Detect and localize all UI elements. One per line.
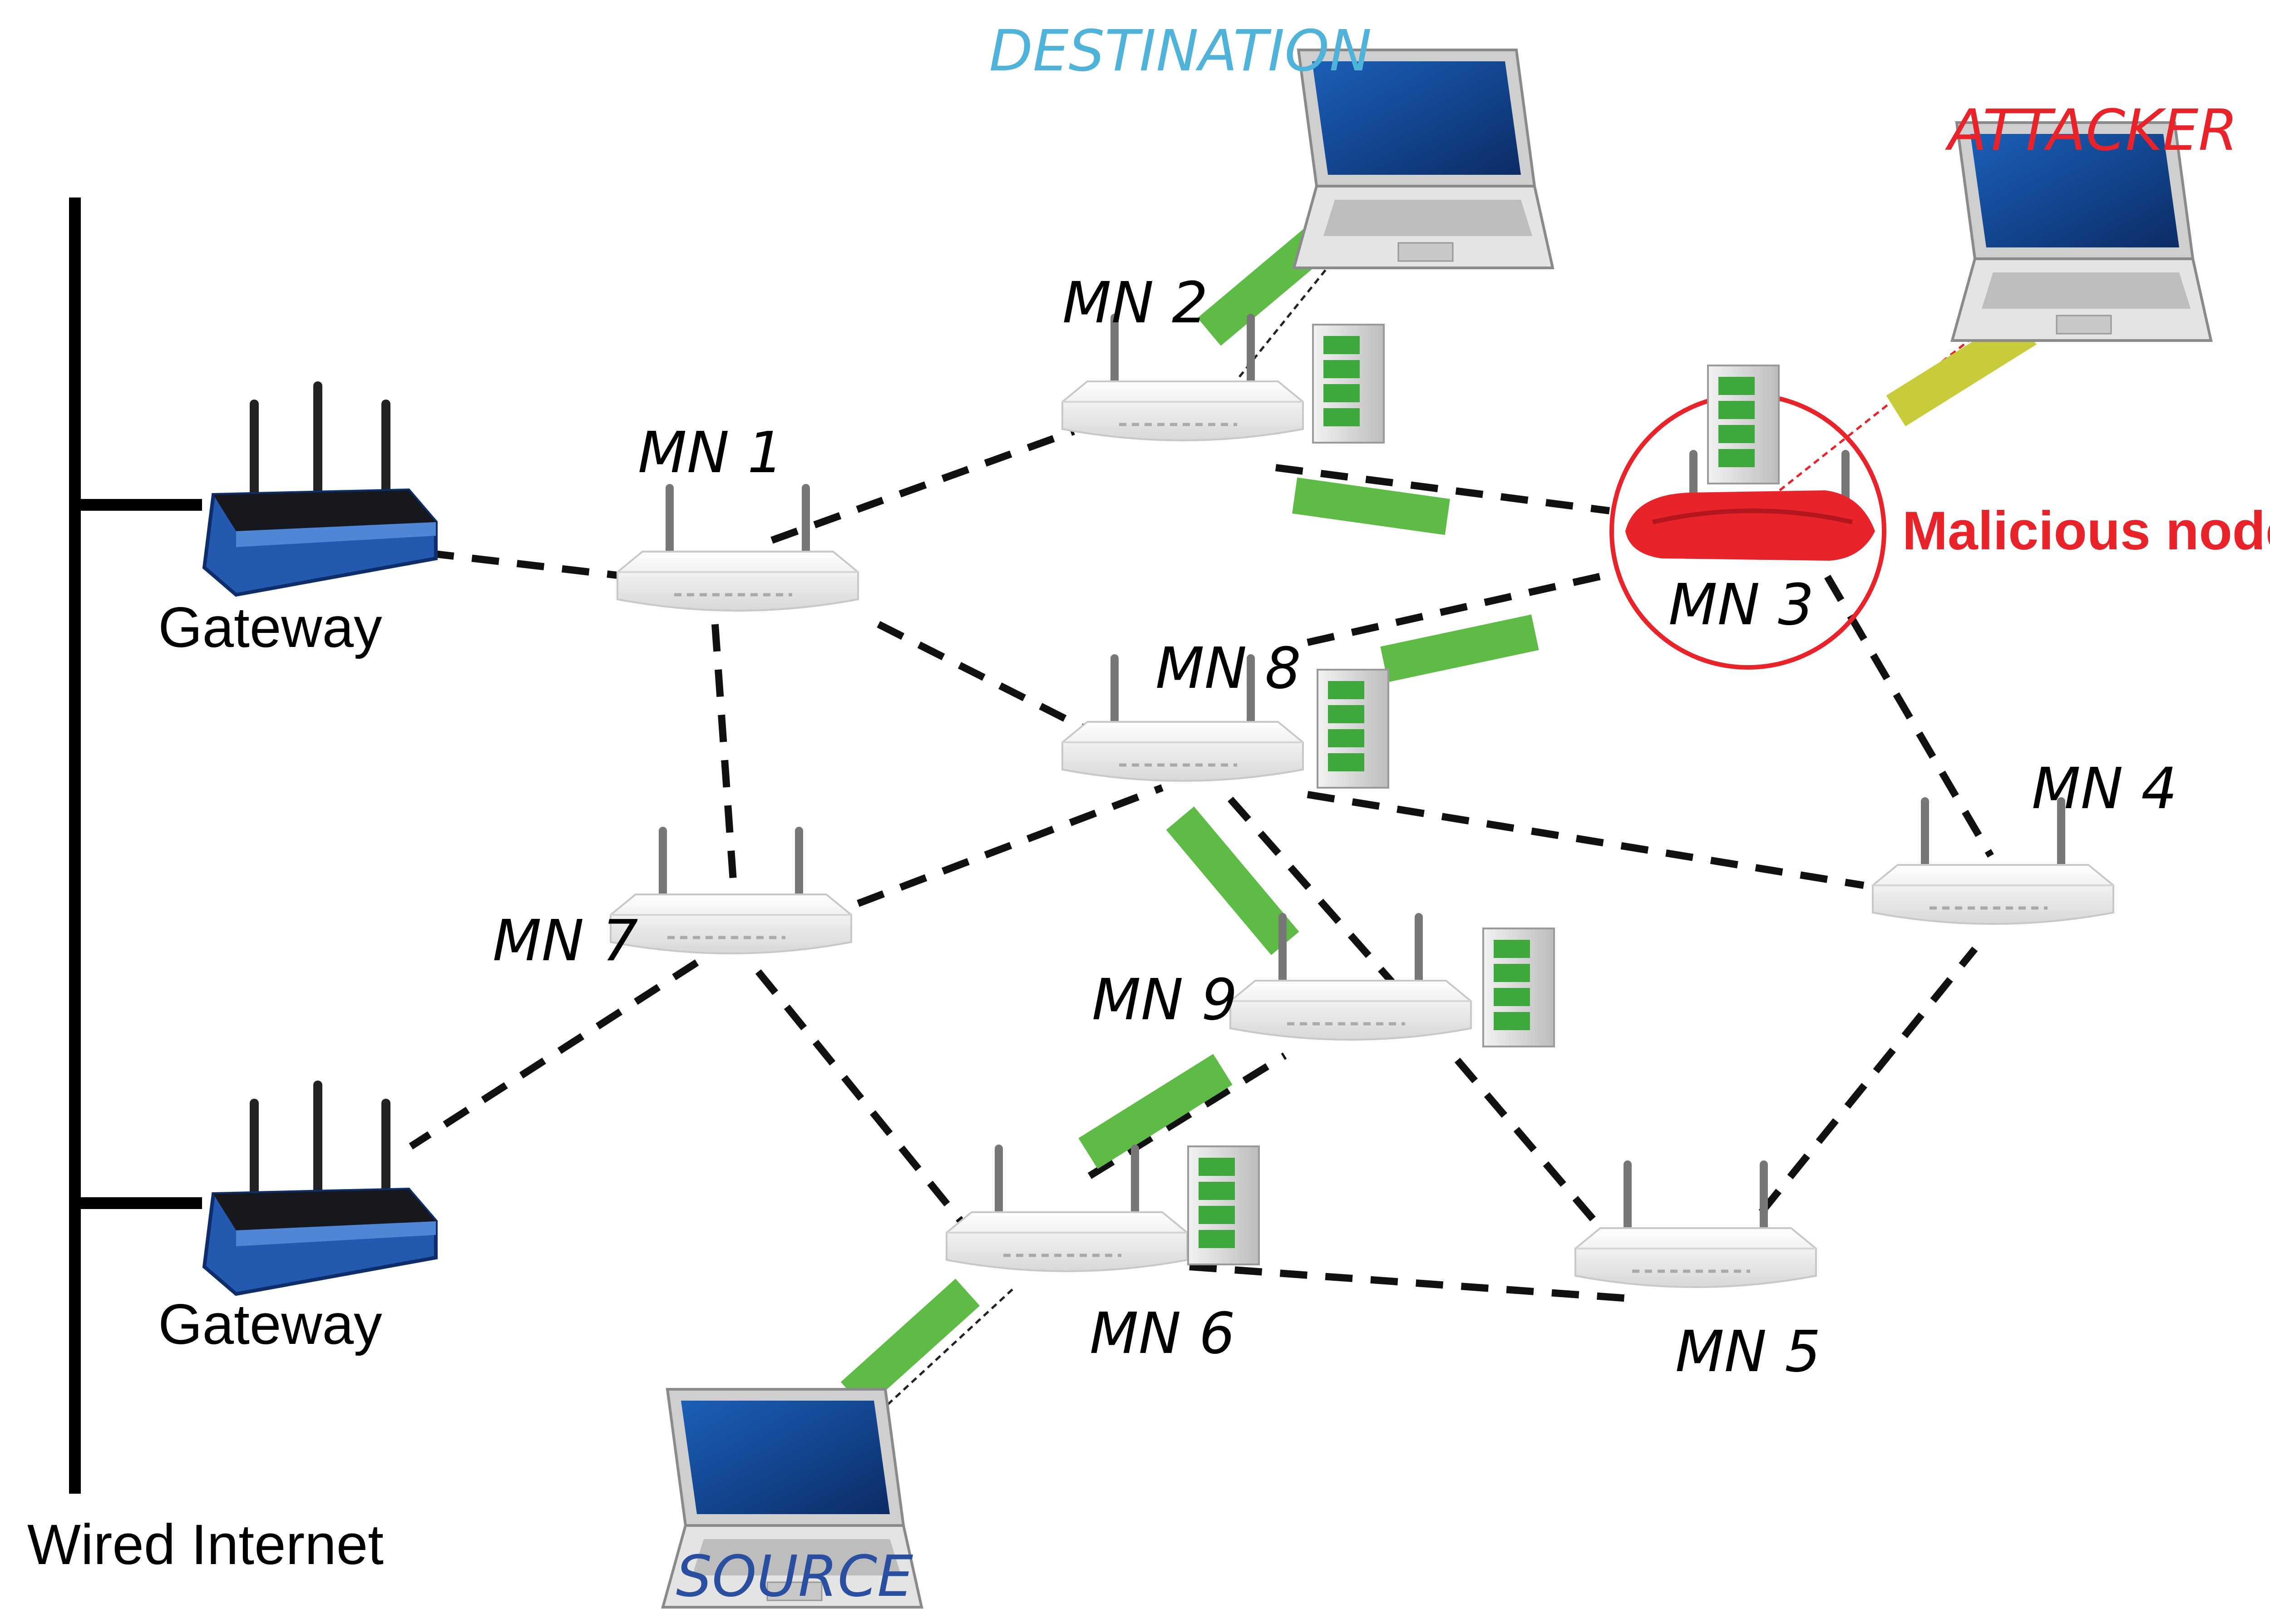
router-icon-mn5 <box>1575 1165 1816 1287</box>
link-mn3-mn4 <box>1824 574 1994 858</box>
source-label: SOURCE <box>676 1544 913 1609</box>
destination-label: DESTINATION <box>989 18 1372 84</box>
wired-internet-label: Wired Internet <box>27 1513 384 1576</box>
link-mn1-mn8 <box>877 621 1091 735</box>
node-label-mn2: MN 2 <box>1062 270 1208 336</box>
link-mn1-mn7 <box>711 624 737 881</box>
link-mn7-mn8 <box>857 784 1164 907</box>
link-mn9-mn5 <box>1454 1057 1606 1233</box>
dashed-links <box>409 428 1994 1302</box>
router-icon-mn6 <box>947 1149 1187 1271</box>
gateway-router-icon <box>204 386 436 595</box>
link-mn6-mn5 <box>1189 1263 1630 1302</box>
gateway-router-icon <box>204 1085 436 1294</box>
wired-backbone <box>69 197 202 1494</box>
server-icon <box>1707 365 1780 484</box>
link-mn3-attacker <box>1779 317 1999 491</box>
node-label-mn7: MN 7 <box>493 908 638 974</box>
node-label-mn8: MN 8 <box>1155 636 1301 701</box>
malicious-node-label: Malicious node <box>1902 500 2270 561</box>
server-icon <box>1187 1145 1260 1265</box>
link-mn2-mn3 <box>1275 464 1610 514</box>
gateway-label: Gateway <box>158 596 382 659</box>
link-mn4-mn5 <box>1758 946 1978 1215</box>
server-icon <box>1312 324 1385 444</box>
server-icon <box>1482 928 1555 1047</box>
link-mn8-mn4 <box>1307 791 1865 889</box>
link-mn6-mn9 <box>1087 1052 1287 1179</box>
router-icon-mn1 <box>617 488 858 611</box>
node-label-mn5: MN 5 <box>1675 1319 1821 1385</box>
link-mn7-mn6 <box>755 969 968 1229</box>
malicious-router-icon <box>1609 393 1886 670</box>
route-marker <box>1078 1054 1233 1169</box>
router-icon-mn7 <box>611 831 851 953</box>
link-mn7-gateway2 <box>409 959 699 1150</box>
node-label-mn1: MN 1 <box>638 420 784 486</box>
link-mn8-mn3 <box>1307 571 1610 646</box>
node-label-mn4: MN 4 <box>2032 756 2177 822</box>
gateway-label: Gateway <box>158 1293 382 1356</box>
route-marker <box>1292 477 1450 535</box>
route-marker <box>1166 806 1299 955</box>
link-mn1-mn2 <box>770 428 1075 544</box>
node-label-mn6: MN 6 <box>1090 1301 1235 1367</box>
link-mn2-destination <box>1239 235 1354 378</box>
server-icon <box>1317 669 1389 789</box>
attacker-label: ATTACKER <box>1945 98 2238 163</box>
link-gateway1-mn1 <box>426 549 629 580</box>
route-marker <box>840 1278 980 1409</box>
route-marker <box>1380 614 1539 682</box>
node-label-mn9: MN 9 <box>1092 967 1238 1033</box>
node-label-mn3: MN 3 <box>1668 572 1814 638</box>
router-icon-mn2 <box>1062 318 1303 440</box>
